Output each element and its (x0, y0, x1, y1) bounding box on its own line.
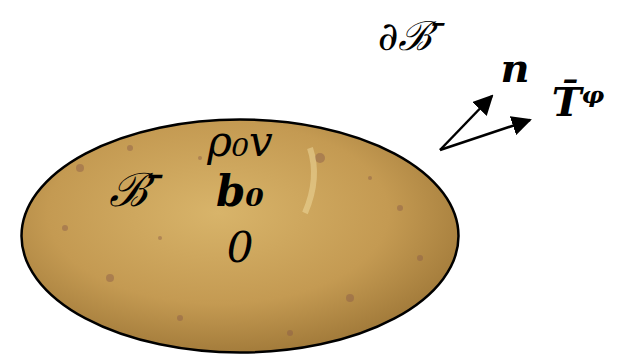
traction-arrow (440, 120, 530, 150)
math-symbol: ρ₀v (207, 121, 272, 163)
vector-label: ∂ℬ̄ (378, 16, 433, 56)
vector-label: T̄ᵠ (552, 82, 605, 122)
math-symbol: b₀ (216, 171, 264, 213)
math-symbol: ℬ̄ (109, 167, 148, 213)
body-region: ρ₀vℬ̄ b₀ 0 (20, 118, 460, 354)
math-symbol: 0 (227, 227, 254, 269)
vector-label: n (500, 48, 529, 88)
